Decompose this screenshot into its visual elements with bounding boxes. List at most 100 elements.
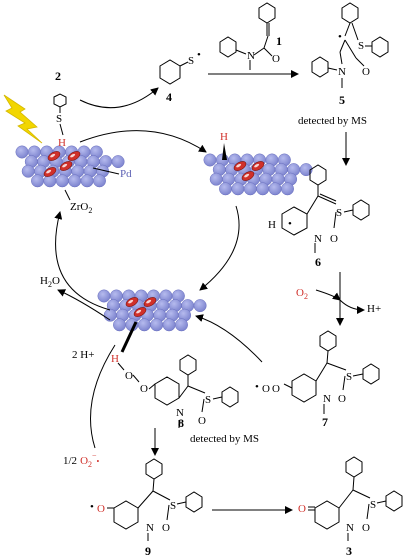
compound-1-label: 1 — [276, 34, 282, 48]
pd-highlight — [244, 173, 250, 178]
compound-5-label: 5 — [339, 93, 345, 107]
svg-text:S: S — [358, 40, 364, 52]
catalyst-sphere — [97, 289, 111, 303]
catalyst-surface-bottom — [97, 289, 207, 332]
catalyst-sphere — [111, 155, 125, 169]
svg-text:O: O — [97, 503, 105, 515]
o2-reagent-label: O2 — [296, 287, 308, 301]
svg-text:O: O — [262, 383, 270, 395]
svg-text:S: S — [170, 500, 176, 512]
pd-highlight — [46, 169, 52, 174]
catalyst-sphere — [256, 182, 270, 196]
compound-2-label: 2 — [55, 69, 61, 83]
pd-highlight — [136, 309, 142, 314]
catalyst-sphere — [21, 164, 35, 178]
compound-9-structure: • O S O N — [90, 458, 203, 541]
catalyst-sphere — [162, 318, 176, 332]
svg-text:•: • — [338, 31, 342, 43]
catalyst-surface-right: H — [203, 131, 313, 196]
compound-4-structure: S • — [159, 49, 201, 85]
compound-4-label: 4 — [166, 90, 172, 104]
catalyst-sphere — [219, 182, 232, 196]
svg-text:N: N — [323, 393, 331, 405]
catalyst-sphere — [31, 174, 44, 188]
compound-7-label: 7 — [322, 415, 328, 429]
svg-text:H: H — [111, 353, 119, 365]
pd-highlight — [236, 163, 242, 168]
catalyst-sphere — [80, 174, 94, 188]
compound-3-label: 3 — [346, 544, 352, 558]
zro2-label: ZrO2 — [70, 201, 92, 215]
svg-text:•: • — [90, 501, 94, 513]
pd-highlight — [70, 153, 76, 158]
two-h-plus-label: 2 H+ — [72, 349, 94, 361]
catalyst-sphere — [203, 153, 217, 167]
svg-text:O: O — [272, 53, 280, 65]
svg-text:S: S — [336, 207, 342, 219]
surface-hydrogen-label: H — [220, 131, 228, 143]
catalyst-surface-left — [15, 145, 125, 188]
catalyst-sphere — [68, 174, 82, 188]
compound-7-structure: S O N O O • — [255, 330, 380, 414]
catalyst-sphere — [55, 174, 69, 188]
svg-text:S: S — [188, 55, 194, 67]
pd-highlight — [146, 299, 152, 304]
svg-text:•: • — [197, 49, 201, 61]
detected-by-ms-bottom: detected by MS — [190, 433, 259, 445]
compound-8-label: 8 — [178, 416, 184, 430]
hydrogen-label: H — [58, 137, 66, 149]
compound-8-structure: H O O S O N — [111, 321, 239, 428]
svg-text:O: O — [362, 66, 370, 78]
compound-2-structure: S H — [53, 93, 67, 149]
compound-5-structure: • S N O — [311, 2, 389, 88]
catalyst-sphere — [150, 318, 164, 332]
wedge-bond — [222, 143, 227, 160]
compound-6-structure: S O N • H — [268, 164, 370, 253]
pd-highlight — [254, 163, 260, 168]
svg-text:•: • — [255, 381, 259, 393]
svg-text:S: S — [346, 371, 352, 383]
catalyst-sphere — [231, 182, 245, 196]
compound-3-structure: O S O N — [298, 456, 403, 541]
catalyst-sphere — [93, 174, 106, 188]
svg-text:O: O — [272, 383, 280, 395]
sulfur-label: S — [56, 113, 62, 125]
svg-text:S: S — [370, 499, 376, 511]
reaction-arrows — [54, 70, 365, 514]
compound-1-structure: N O — [219, 2, 280, 70]
svg-text:O: O — [198, 415, 206, 427]
svg-text:N: N — [176, 407, 184, 419]
catalyst-sphere — [243, 182, 257, 196]
svg-text:O: O — [162, 522, 170, 534]
catalyst-sphere — [15, 145, 29, 159]
catalyst-sphere — [193, 299, 207, 313]
svg-text:O: O — [298, 503, 306, 515]
svg-text:N: N — [346, 522, 354, 534]
pd-highlight — [128, 299, 134, 304]
pd-highlight — [62, 163, 68, 168]
water-label: H2O — [40, 275, 60, 289]
catalyst-sphere — [137, 318, 151, 332]
pd-label: Pd — [120, 168, 132, 180]
catalyst-sphere — [175, 318, 188, 332]
svg-text:H: H — [268, 219, 276, 231]
compound-6-label: 6 — [315, 255, 321, 269]
catalyst-sphere — [299, 163, 313, 177]
svg-text:S: S — [205, 394, 211, 406]
svg-text:N: N — [338, 66, 346, 78]
catalyst-sphere — [113, 318, 126, 332]
svg-text:•: • — [288, 218, 292, 230]
pd-highlight — [50, 153, 56, 158]
svg-text:O: O — [140, 383, 148, 395]
svg-text:O: O — [125, 370, 133, 382]
svg-text:N: N — [247, 50, 255, 62]
svg-text:O: O — [362, 522, 370, 534]
svg-text:N: N — [314, 233, 322, 245]
svg-text:O: O — [338, 393, 346, 405]
detected-by-ms-top: detected by MS — [298, 115, 367, 127]
catalyst-sphere — [281, 182, 294, 196]
h-plus-right-label: H+ — [367, 303, 381, 315]
compound-9-label: 9 — [145, 544, 151, 558]
